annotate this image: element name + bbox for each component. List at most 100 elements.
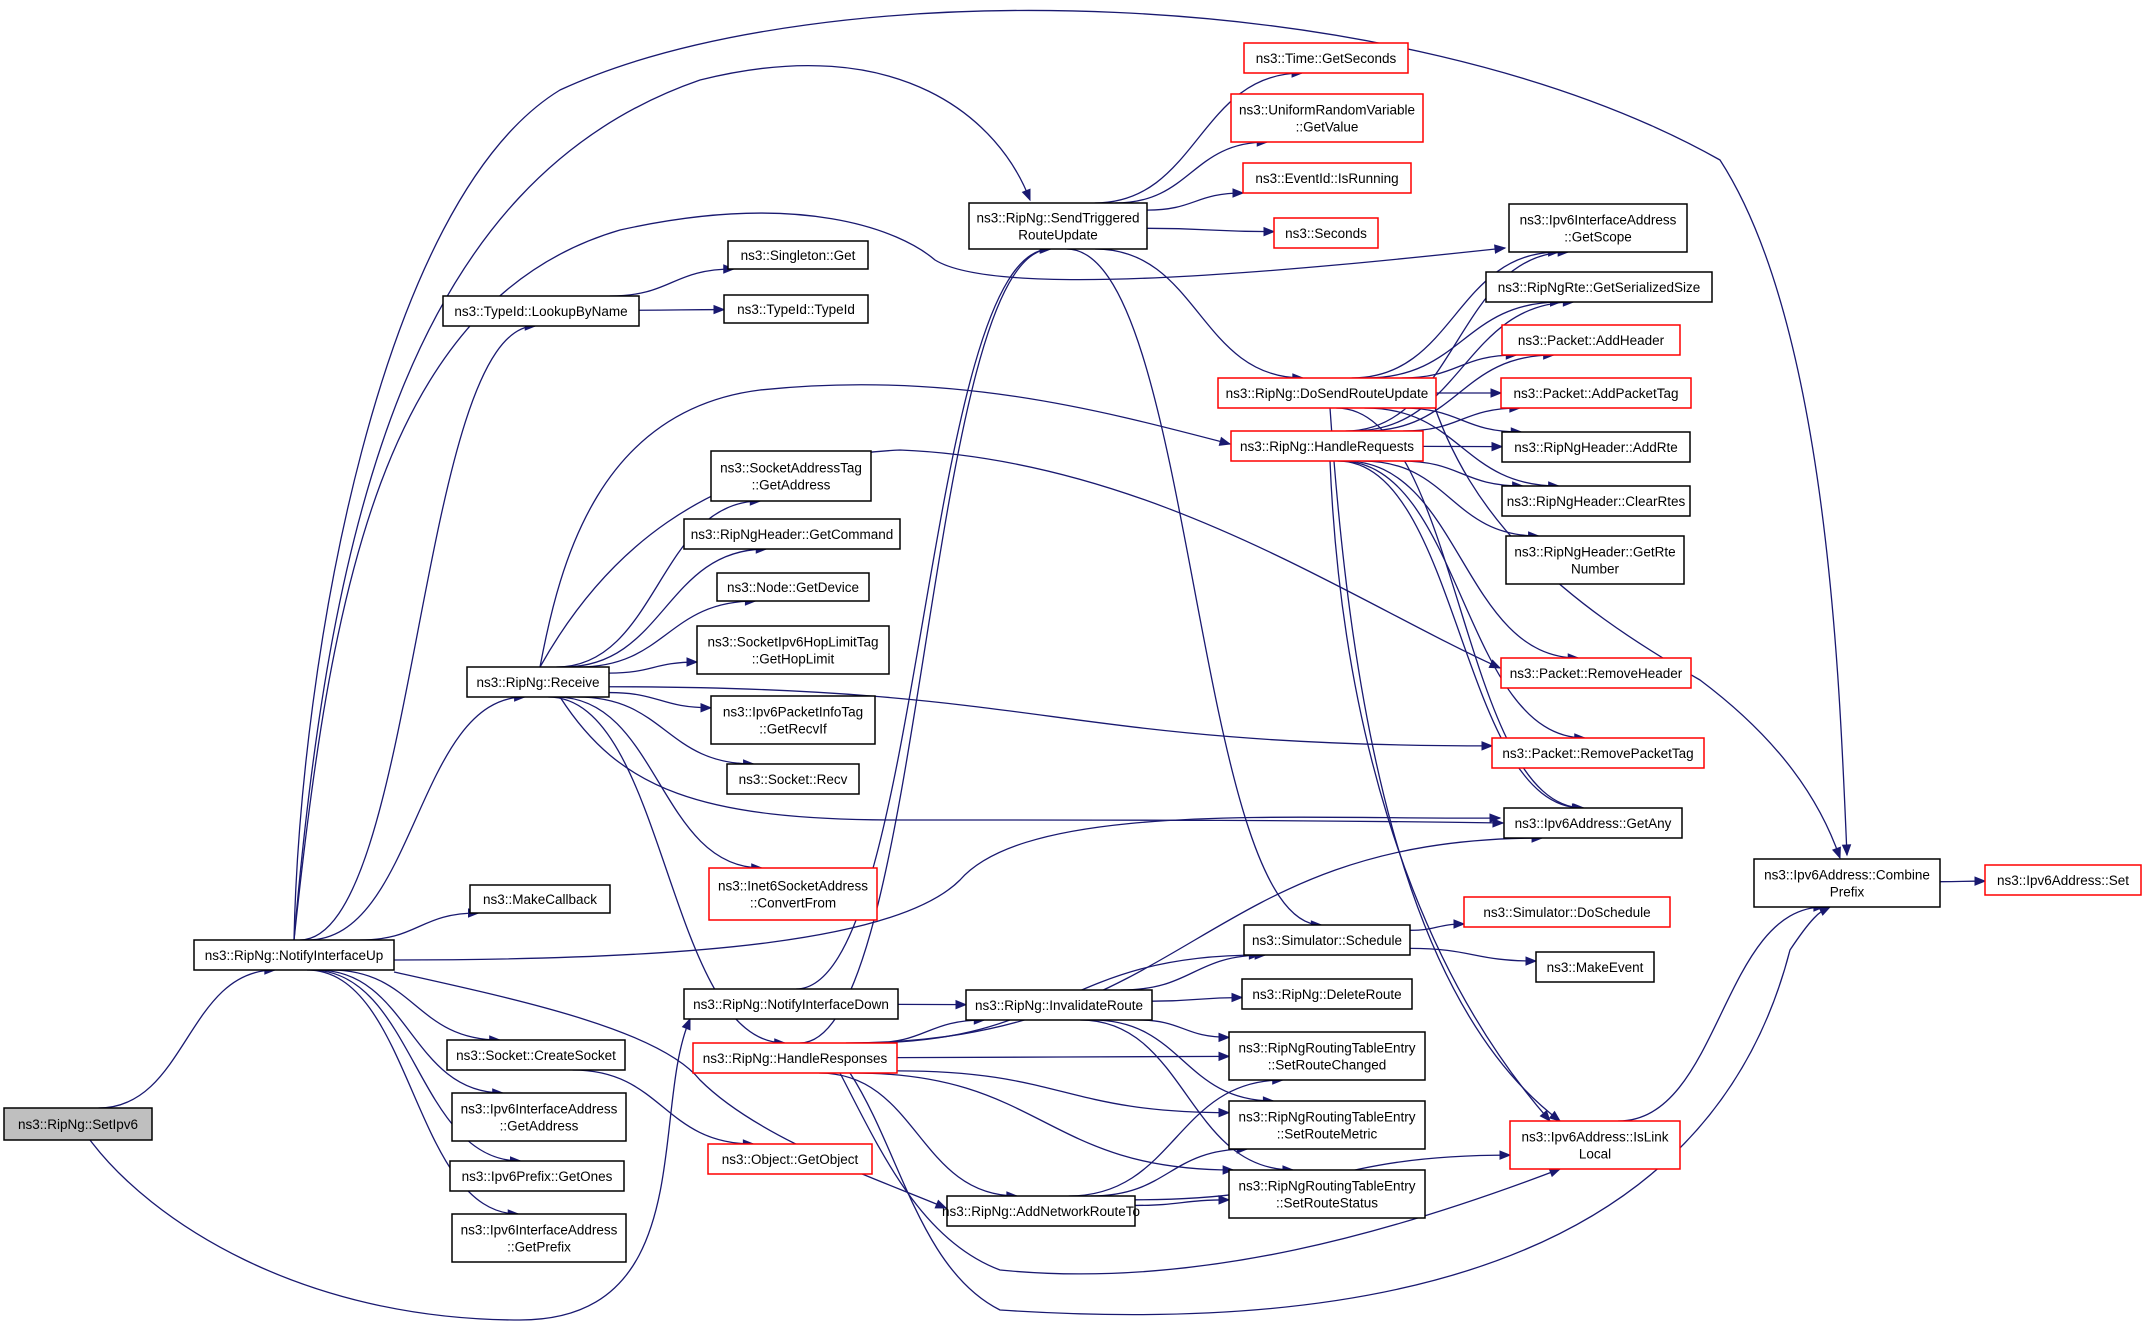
node-handleresponses[interactable]: ns3::RipNg::HandleResponses (692, 1042, 898, 1074)
edge-arrowhead (1453, 919, 1466, 929)
node-removeheader[interactable]: ns3::Packet::RemoveHeader (1500, 657, 1692, 689)
node-getscope[interactable]: ns3::Ipv6InterfaceAddress::GetScope (1508, 203, 1688, 253)
node-sockaddrtag[interactable]: ns3::SocketAddressTag::GetAddress (710, 450, 872, 502)
node-box (727, 240, 869, 270)
node-setipv6[interactable]: ns3::RipNg::SetIpv6 (3, 1107, 153, 1141)
edge-notifyup-to-combineprefix (293, 9, 1852, 941)
node-label: ns3::Singleton::Get (741, 248, 856, 263)
edge-handleresponses-to-setroutemetric (896, 1070, 1231, 1118)
node-getdevice[interactable]: ns3::Node::GetDevice (716, 572, 870, 602)
node-box (946, 1195, 1136, 1227)
edge-handleresponses-to-islinklocal (839, 1072, 1562, 1275)
node-getprefix[interactable]: ns3::Ipv6InterfaceAddress::GetPrefix (451, 1213, 627, 1263)
node-label: ns3::MakeCallback (483, 892, 597, 907)
node-label: ns3::RipNgRoutingTableEntry (1238, 1179, 1415, 1194)
node-removepackettag[interactable]: ns3::Packet::RemovePacketTag (1491, 737, 1705, 769)
edge-handleresponses-to-addnetworkroute (819, 1072, 1019, 1201)
node-notifydown[interactable]: ns3::RipNg::NotifyInterfaceDown (683, 988, 899, 1020)
node-notifyup[interactable]: ns3::RipNg::NotifyInterfaceUp (193, 939, 395, 971)
edge-arrowhead (1494, 244, 1507, 254)
node-label: ::GetHopLimit (752, 652, 835, 667)
node-setroutemetric[interactable]: ns3::RipNgRoutingTableEntry::SetRouteMet… (1228, 1100, 1426, 1150)
node-schedule[interactable]: ns3::Simulator::Schedule (1243, 924, 1411, 956)
node-lookupbyname[interactable]: ns3::TypeId::LookupByName (442, 295, 640, 327)
node-makeevent[interactable]: ns3::MakeEvent (1535, 951, 1655, 983)
node-createsocket[interactable]: ns3::Socket::CreateSocket (446, 1039, 626, 1071)
node-dosendroute[interactable]: ns3::RipNg::DoSendRouteUpdate (1217, 377, 1437, 409)
node-handlerequests[interactable]: ns3::RipNg::HandleRequests (1230, 430, 1424, 462)
edge-arrowhead (1218, 436, 1232, 446)
node-ifaddrgetaddress[interactable]: ns3::Ipv6InterfaceAddress::GetAddress (451, 1092, 627, 1142)
edge-arrowhead (934, 1199, 948, 1209)
node-getones[interactable]: ns3::Ipv6Prefix::GetOnes (449, 1160, 625, 1192)
node-addrte[interactable]: ns3::RipNgHeader::AddRte (1501, 431, 1691, 463)
node-isrunning[interactable]: ns3::EventId::IsRunning (1242, 162, 1412, 194)
edge-line (608, 661, 698, 674)
node-box (449, 1160, 625, 1192)
edge-line (330, 969, 500, 1041)
edge-arrowhead (713, 304, 726, 315)
node-getvalue[interactable]: ns3::UniformRandomVariable::GetValue (1230, 93, 1424, 143)
node-box (965, 989, 1153, 1021)
node-addheader[interactable]: ns3::Packet::AddHeader (1501, 324, 1681, 356)
node-addpackettag[interactable]: ns3::Packet::AddPacketTag (1500, 377, 1692, 409)
node-label: ns3::RipNg::AddNetworkRouteTo (942, 1204, 1140, 1219)
node-socketrecv[interactable]: ns3::Socket::Recv (726, 763, 860, 795)
edge-arrowhead (1831, 846, 1841, 860)
edge-line (609, 268, 734, 297)
node-label: ns3::Ipv6Address::Set (1997, 873, 2129, 888)
node-clearrtes[interactable]: ns3::RipNgHeader::ClearRtes (1501, 485, 1691, 517)
node-getany[interactable]: ns3::Ipv6Address::GetAny (1503, 807, 1683, 839)
edge-line (1344, 460, 1579, 659)
node-label: ::SetRouteMetric (1277, 1127, 1378, 1142)
node-label: ::SetRouteStatus (1276, 1196, 1378, 1211)
node-getcommand[interactable]: ns3::RipNgHeader::GetCommand (683, 518, 901, 550)
edge-line (307, 696, 525, 941)
node-makecallback[interactable]: ns3::MakeCallback (469, 884, 611, 914)
node-label: ns3::MakeEvent (1547, 960, 1644, 975)
node-invalidateroute[interactable]: ns3::RipNg::InvalidateRoute (965, 989, 1153, 1021)
edge-invalidateroute-to-deleteroute (1151, 992, 1244, 1003)
node-box (696, 625, 890, 675)
node-label: ns3::RipNg::DeleteRoute (1252, 987, 1401, 1002)
node-box (726, 763, 860, 795)
node-typeidtypeid[interactable]: ns3::TypeId::TypeId (723, 294, 869, 324)
node-deleteroute[interactable]: ns3::RipNg::DeleteRoute (1241, 978, 1413, 1010)
node-box (1228, 1031, 1426, 1081)
node-doschedule[interactable]: ns3::Simulator::DoSchedule (1463, 896, 1671, 928)
edge-line (896, 1070, 1230, 1114)
node-box (1500, 377, 1692, 409)
node-label: ns3::RipNg::NotifyInterfaceUp (205, 948, 384, 963)
node-getrecvif[interactable]: ns3::Ipv6PacketInfoTag::GetRecvIf (710, 695, 876, 745)
node-getobject[interactable]: ns3::Object::GetObject (707, 1143, 873, 1175)
node-label: ::GetRecvIf (759, 722, 827, 737)
node-setroutechanged[interactable]: ns3::RipNgRoutingTableEntry::SetRouteCha… (1228, 1031, 1426, 1081)
node-box (1217, 377, 1437, 409)
edge-arrowhead (700, 703, 713, 713)
node-convertfrom[interactable]: ns3::Inet6SocketAddress::ConvertFrom (708, 867, 878, 921)
edge-line (293, 64, 1031, 941)
node-box (683, 988, 899, 1020)
edge-line (306, 969, 519, 1215)
node-singletonget[interactable]: ns3::Singleton::Get (727, 240, 869, 270)
node-setroutestatus[interactable]: ns3::RipNgRoutingTableEntry::SetRouteSta… (1228, 1169, 1426, 1219)
edge-arrowhead (1218, 1051, 1231, 1062)
node-box (1241, 978, 1413, 1010)
node-gethoplimit[interactable]: ns3::SocketIpv6HopLimitTag::GetHopLimit (696, 625, 890, 675)
edge-line (608, 686, 1493, 747)
edge-handleresponses-to-setroutestatus (853, 1072, 1235, 1175)
node-getserializedsize[interactable]: ns3::RipNgRte::GetSerializedSize (1485, 271, 1713, 303)
node-ipv6addrset[interactable]: ns3::Ipv6Address::Set (1984, 864, 2142, 896)
node-addnetworkroute[interactable]: ns3::RipNg::AddNetworkRouteTo (942, 1195, 1140, 1227)
edge-line (1329, 460, 1551, 1122)
edge-receive-to-getany (559, 696, 1505, 828)
node-receive[interactable]: ns3::RipNg::Receive (466, 666, 610, 698)
node-getseconds[interactable]: ns3::Time::GetSeconds (1243, 42, 1409, 74)
node-label: ns3::Ipv6InterfaceAddress (461, 1223, 618, 1238)
node-seconds[interactable]: ns3::Seconds (1273, 217, 1379, 249)
node-label: ns3::RipNgRoutingTableEntry (1238, 1110, 1415, 1125)
